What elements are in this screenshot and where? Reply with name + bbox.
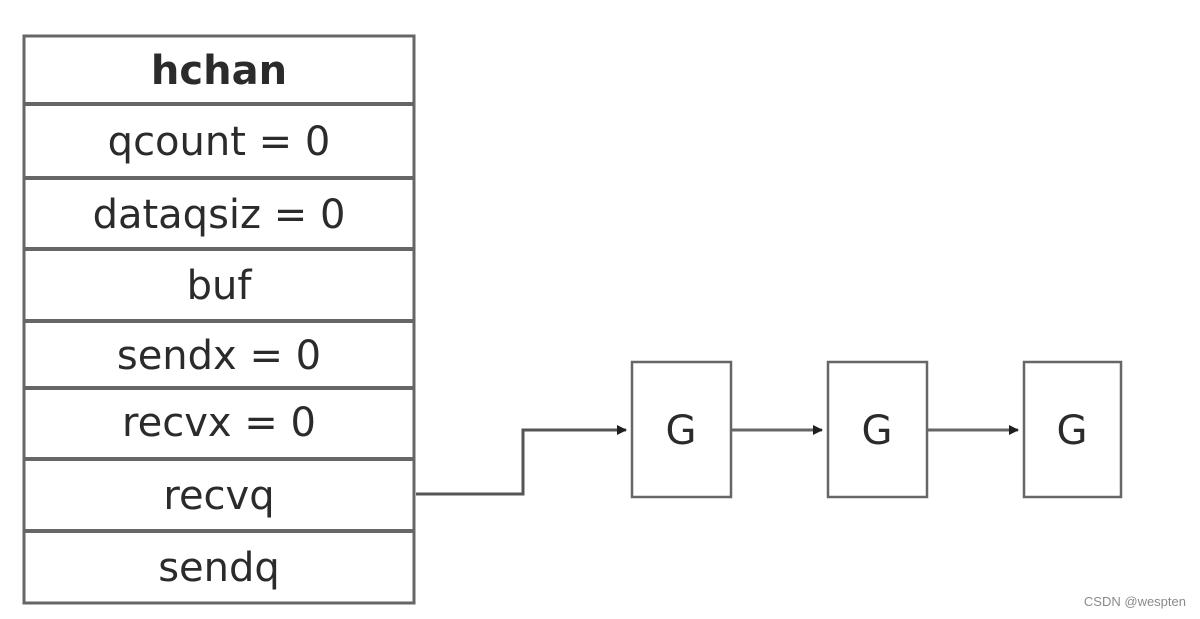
goroutine-label-3: G xyxy=(1057,408,1088,454)
recvq-goroutine-list: G G G xyxy=(630,360,1123,499)
field-sendq: sendq xyxy=(158,545,280,591)
field-sendx: sendx = 0 xyxy=(117,333,321,379)
field-buf: buf xyxy=(187,263,253,309)
field-dataqsiz: dataqsiz = 0 xyxy=(93,192,346,238)
recvq-connector xyxy=(416,425,627,496)
goroutine-node-1 xyxy=(630,360,733,499)
field-qcount: qcount = 0 xyxy=(108,119,331,165)
goroutine-label-1: G xyxy=(666,408,697,454)
watermark: CSDN @wespten xyxy=(1083,594,1186,609)
goroutine-label-2: G xyxy=(862,408,893,454)
hchan-struct: hchan qcount = 0 dataqsiz = 0 buf sendx … xyxy=(22,34,416,605)
goroutine-node-3 xyxy=(1022,360,1123,499)
field-recvq: recvq xyxy=(163,473,274,519)
hchan-title: hchan xyxy=(151,48,287,94)
field-recvx: recvx = 0 xyxy=(122,400,316,446)
